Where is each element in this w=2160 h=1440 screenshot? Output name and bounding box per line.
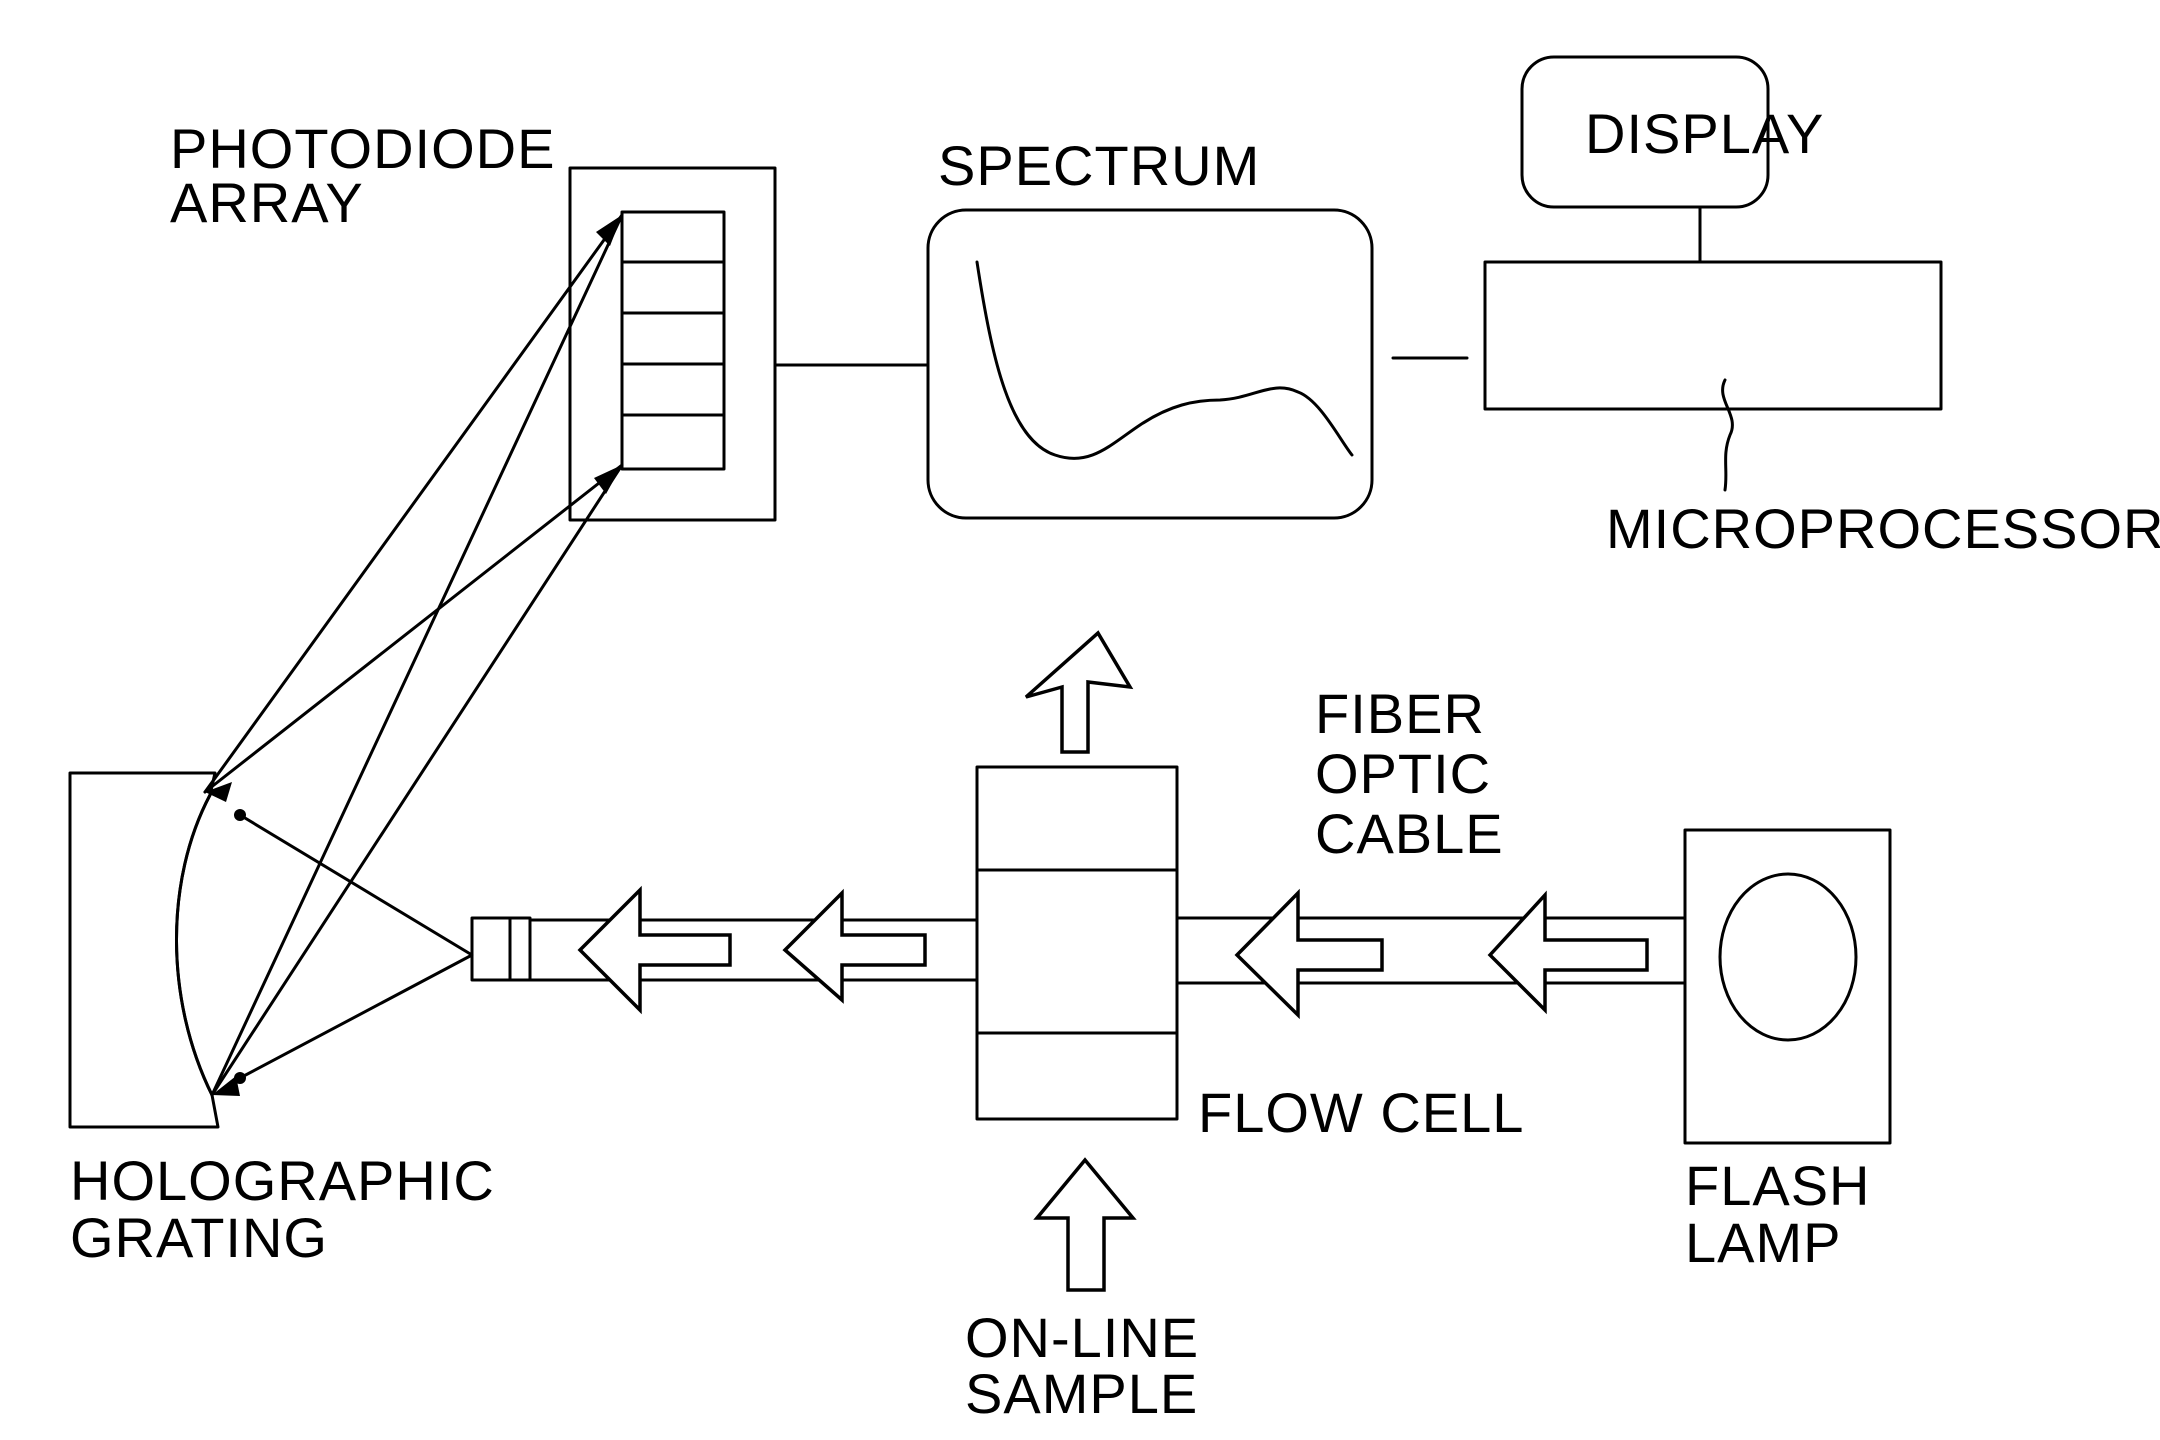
ray-incident <box>238 813 474 957</box>
ray <box>203 463 624 794</box>
microprocessor-leader-line <box>1721 378 1734 492</box>
flow-cell-label: FLOW CELL <box>1198 1081 1524 1144</box>
spectrum-label: SPECTRUM <box>938 134 1260 197</box>
fiber-optic-cable <box>470 916 1687 985</box>
ray-arrowhead <box>205 782 232 802</box>
grating-label-line2: GRATING <box>70 1206 328 1269</box>
photodiode-strip <box>620 210 726 471</box>
spectrum-screen <box>926 208 1374 520</box>
light-direction-arrow <box>782 888 927 1004</box>
sample-label-line1: ON-LINE <box>965 1306 1199 1369</box>
spectrum-curve <box>975 260 1354 460</box>
sample-label-line2: SAMPLE <box>965 1362 1198 1425</box>
display-box <box>1520 55 1770 209</box>
flash-lamp-bulb <box>1718 872 1858 1042</box>
ray-arrowhead <box>594 465 622 494</box>
light-rays <box>203 213 624 1097</box>
sample-inlet-arrow <box>1033 1157 1137 1292</box>
light-direction-arrow <box>577 885 732 1015</box>
light-direction-arrow <box>1487 890 1649 1015</box>
holographic-grating <box>68 771 220 1129</box>
fiber-label-line2: OPTIC <box>1315 742 1491 805</box>
microprocessor-box <box>1483 260 1943 411</box>
grating-contact-dot <box>234 1072 246 1084</box>
flow-cell-body <box>975 765 1179 1121</box>
grating-surface <box>175 793 214 1097</box>
photodiode-array <box>568 166 777 522</box>
display-label: DISPLAY <box>1585 102 1824 165</box>
ray <box>210 463 624 1097</box>
microprocessor-label: MICROPROCESSOR <box>1606 497 2160 560</box>
ray-arrowhead <box>596 215 622 246</box>
light-flow-arrows <box>577 885 1649 1020</box>
ray <box>203 213 624 794</box>
photodiode-label-line2: ARRAY <box>170 171 364 234</box>
photodiode-label-line1: PHOTODIODE <box>170 117 555 180</box>
fiber-label-line3: CABLE <box>1315 802 1504 865</box>
grating-contact-dot <box>234 809 246 821</box>
fiber-connector <box>470 916 532 982</box>
flash-lamp-label-line2: LAMP <box>1685 1211 1842 1274</box>
ray <box>210 213 624 1097</box>
spectrum-frame <box>926 208 1374 520</box>
grating-label-line1: HOLOGRAPHIC <box>70 1149 495 1212</box>
photodiode-housing <box>568 166 777 522</box>
flow-cell <box>975 765 1179 1121</box>
ray-incident <box>238 953 474 1080</box>
light-direction-arrow <box>1234 888 1384 1020</box>
fiber-label-line1: FIBER <box>1315 682 1485 745</box>
output-up-arrow <box>1024 630 1134 754</box>
flash-lamp-housing <box>1683 828 1892 1145</box>
flash-lamp <box>1683 828 1892 1145</box>
flash-lamp-label-line1: FLASH <box>1685 1154 1871 1217</box>
ray-arrowhead <box>212 1076 240 1096</box>
